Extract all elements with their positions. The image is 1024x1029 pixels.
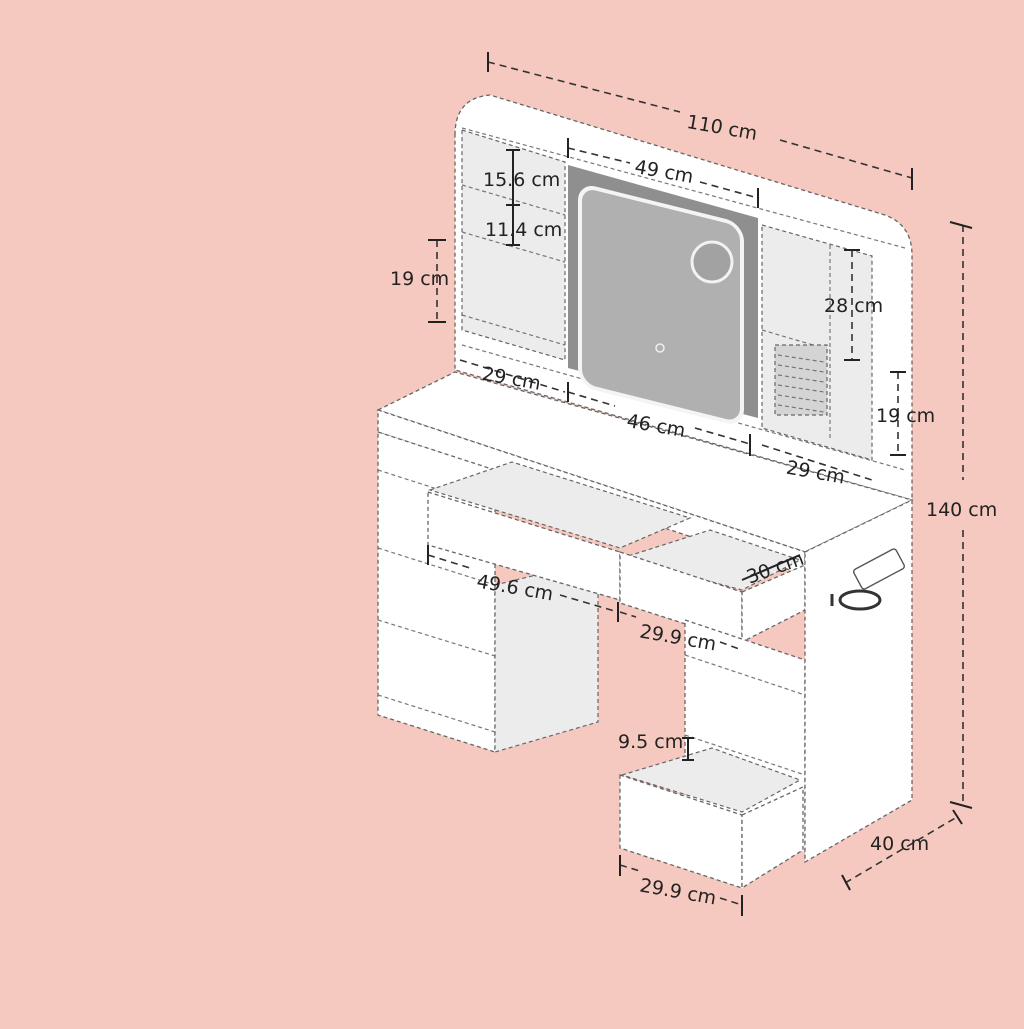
left-shelf-1 [461,184,566,216]
dim-line-small-drawer-width [619,611,743,651]
dim-ticks-right-lower-height [890,371,906,456]
dim-line-center-bottom-width [567,391,751,445]
center-drawer-inner [428,461,692,549]
right-shelf-column [761,224,873,461]
dim-line-overall-width [487,61,913,179]
right-drawer-line-2 [684,734,806,776]
label-right-shelf-height: 28 cm [824,295,883,317]
dim-ticks-bottom-drawer-height [682,737,694,761]
right-drawer-line-1 [684,654,806,696]
magnifier-mirror [690,240,734,284]
label-shelf-gap-mid: 11.4 cm [485,219,562,241]
label-left-shelf-height: 19 cm [390,268,449,290]
dim-ticks-shelf-gaps [506,149,520,246]
dim-ticks-center-bottom-width [567,382,751,456]
dim-ticks-overall-height [949,221,973,809]
left-shelf-2 [461,231,566,263]
dim-line-small-drawer-depth [741,554,801,581]
dim-ticks-depth [841,809,963,891]
slats [777,354,825,413]
label-overall-width: 110 cm [685,111,759,145]
label-overall-height: 140 cm [926,499,997,521]
bottom-drawer-front [619,774,743,889]
power-outlet-strip [853,548,905,590]
label-right-lower-height: 19 cm [876,405,935,427]
label-bottom-drawer-width: 29.9 cm [638,874,718,909]
label-depth: 40 cm [870,833,929,855]
label-shelf-gap-top: 15.6 cm [483,169,560,191]
dim-ticks-bottom-drawer-width [619,855,743,916]
dim-ticks-overall-width [487,52,913,190]
dim-line-bottom-drawer-width [619,864,743,906]
center-drawer-front [427,491,621,601]
desk-right-side [804,498,913,864]
dim-line-depth [844,816,958,884]
left-shelf-3 [461,314,566,346]
bottom-drawer-side [741,785,804,890]
label-bottom-drawer-height: 9.5 cm [618,731,683,753]
slatted-storage-box [774,344,828,416]
dim-ticks-center-drawer-width [427,545,619,622]
bottom-drawer-inner [619,747,802,813]
hair-dryer-holder-icon [838,589,882,611]
touch-button-icon [655,343,665,353]
dim-line-left-bottom-width [459,359,566,393]
dim-line-center-drawer-width [427,554,619,613]
dim-ticks-right-shelf-height [844,249,860,361]
dim-ticks-mirror-width [567,138,759,208]
dim-line-right-bottom-width [761,444,873,481]
dim-line-mirror-width [567,147,759,199]
dim-ticks-left-shelf-height [428,239,446,323]
mirror-light-border [578,186,744,424]
